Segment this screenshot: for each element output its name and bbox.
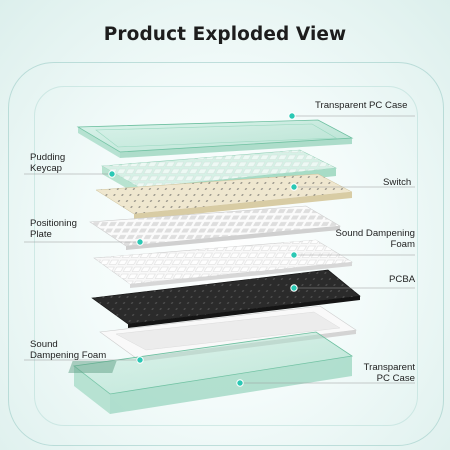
label-pcba: PCBA <box>389 274 416 285</box>
label-sound-foam-top: Sound Dampening Foam <box>300 228 415 250</box>
label-sound-foam-top-line2: Foam <box>390 239 415 250</box>
label-bottom-case: Transparent PC Case <box>330 362 415 384</box>
label-positioning-plate: Positioning Plate <box>30 218 77 240</box>
label-pudding-keycap: Pudding Keycap <box>30 152 65 174</box>
label-switch: Switch <box>383 177 412 188</box>
label-bottom-case-line2: PC Case <box>376 373 415 384</box>
foam-top-layer <box>93 239 353 288</box>
label-pudding-keycap-line1: Pudding <box>30 152 66 163</box>
pcba-layer <box>91 269 361 328</box>
label-positioning-plate-line2: Plate <box>30 229 52 240</box>
label-sound-foam-bottom: Sound Dampening Foam <box>30 339 106 361</box>
label-sound-foam-bottom-line2: Dampening Foam <box>30 350 107 361</box>
label-sound-foam-bottom-line1: Sound <box>30 339 58 350</box>
switch-layer <box>95 173 353 220</box>
background-frame-outer <box>8 62 444 446</box>
background-frame-inner <box>34 86 418 426</box>
label-bottom-case-line1: Transparent <box>363 362 415 373</box>
label-sound-foam-top-line1: Sound Dampening <box>335 228 415 239</box>
bottom-case-layer <box>68 331 354 414</box>
leader-lines <box>24 115 415 384</box>
top-case-layer <box>76 119 354 158</box>
label-positioning-plate-line1: Positioning <box>30 218 77 229</box>
callout-dots <box>108 112 298 387</box>
label-pudding-keycap-line2: Keycap <box>30 163 62 174</box>
label-top-case: Transparent PC Case <box>315 100 408 111</box>
plate-layer <box>89 205 341 250</box>
page-title: Product Exploded View <box>103 24 347 45</box>
